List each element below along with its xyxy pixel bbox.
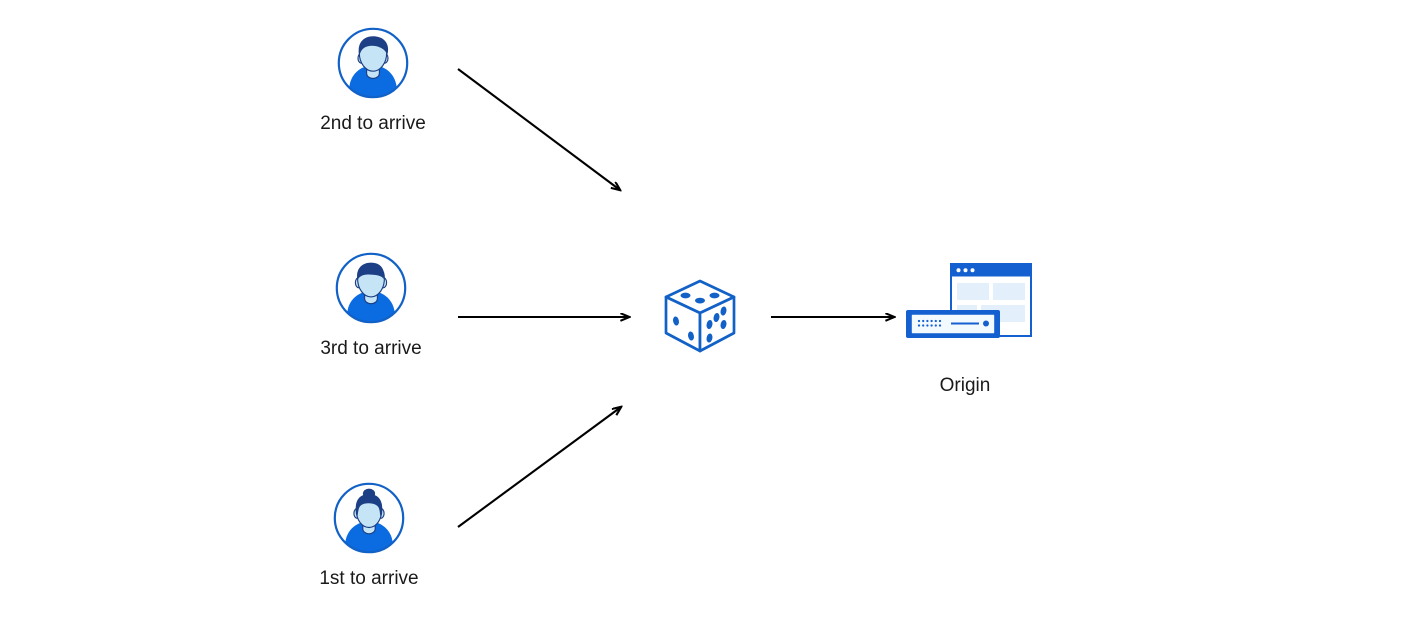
node-label: 3rd to arrive <box>320 338 422 359</box>
node-client-third[interactable]: 3rd to arrive <box>301 251 441 361</box>
node-client-second[interactable]: 2nd to arrive <box>303 26 443 136</box>
server-appliance <box>906 310 1000 338</box>
node-randomizer[interactable] <box>655 272 745 362</box>
arrow-second-to-randomizer <box>457 68 620 190</box>
user-avatar-icon <box>333 482 405 554</box>
user-avatar-icon <box>335 252 407 324</box>
origin-server-icon <box>906 263 1032 338</box>
node-label: Origin <box>939 375 991 396</box>
node-label: 1st to arrive <box>319 568 419 589</box>
arrow-first-to-randomizer <box>457 407 621 528</box>
user-avatar-icon <box>337 27 409 99</box>
node-client-first[interactable]: 1st to arrive <box>299 481 439 591</box>
node-origin[interactable]: Origin <box>875 252 1055 398</box>
dice-icon <box>664 279 736 353</box>
node-label: 2nd to arrive <box>320 113 426 134</box>
